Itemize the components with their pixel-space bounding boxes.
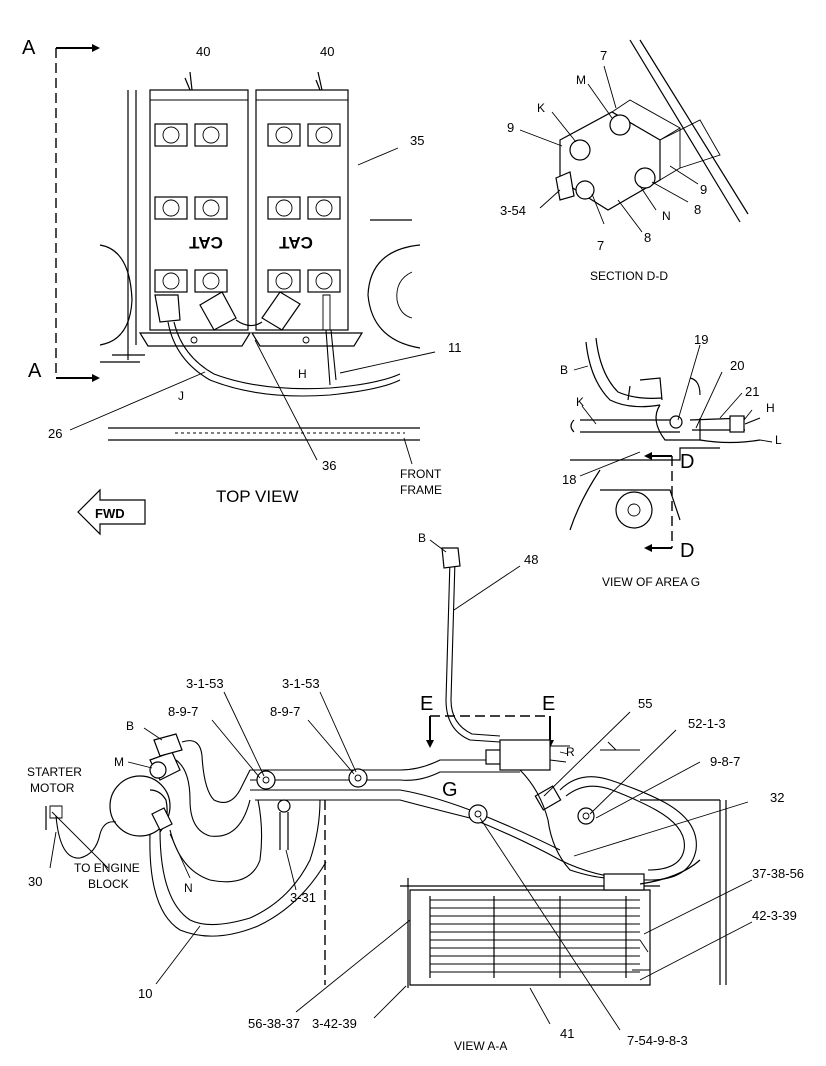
radiator-grille: [429, 896, 640, 978]
dd-callout-8-right: 8: [694, 202, 701, 217]
view-area-g-title: VIEW OF AREA G: [602, 575, 700, 589]
fwd-label: FWD: [95, 506, 125, 521]
area-g-callout-b: B: [560, 363, 568, 377]
aa-callout-37-38-56: 37-38-56: [752, 866, 804, 881]
view-aa-title: VIEW A-A: [454, 1039, 507, 1053]
area-g-callout-18: 18: [562, 472, 576, 487]
battery-left: [149, 89, 249, 331]
dd-callout-m: M: [576, 73, 586, 87]
starter-motor-label-line1: STARTER: [27, 765, 82, 779]
starter-motor-label-line2: MOTOR: [30, 781, 75, 795]
dd-callout-3-54: 3-54: [500, 203, 526, 218]
aa-callout-7-54-9-8-3: 7-54-9-8-3: [627, 1033, 688, 1048]
battery-right: [255, 89, 349, 331]
dd-callout-k: K: [537, 101, 545, 115]
aa-callout-b: B: [126, 719, 134, 733]
aa-callout-32: 32: [770, 790, 784, 805]
section-dd-title: SECTION D-D: [590, 269, 668, 283]
section-letter-e-right: E: [542, 693, 555, 715]
area-g-section-d-top: D: [680, 451, 694, 473]
callout-40-right: 40: [320, 44, 334, 59]
aa-callout-56-38-37: 56-38-37: [248, 1016, 300, 1031]
aa-callout-3-1-53-right: 3-1-53: [282, 676, 320, 691]
fwd-arrow: FWD: [77, 488, 146, 536]
aa-callout-10: 10: [138, 986, 152, 1001]
view-area-g: D D B 19 20 21 K H L 18 VIEW OF AREA G: [560, 332, 782, 589]
area-letter-g: G: [442, 779, 458, 801]
aa-callout-3-1-53-left: 3-1-53: [186, 676, 224, 691]
callout-36: 36: [322, 458, 336, 473]
section-letter-e-left: E: [420, 693, 433, 715]
engine-block-label-line1: TO ENGINE: [74, 861, 140, 875]
area-g-callout-h: H: [766, 401, 775, 415]
aa-callout-3-31: 3-31: [290, 890, 316, 905]
top-view: A A: [22, 37, 462, 536]
callout-11: 11: [448, 340, 462, 355]
aa-callout-41: 41: [560, 1026, 574, 1041]
callout-j: J: [178, 389, 184, 403]
callout-h-top: H: [298, 367, 307, 381]
top-view-title: TOP VIEW: [216, 487, 299, 506]
callout-40-left: 40: [196, 44, 210, 59]
section-letter-a-bottom: A: [28, 360, 42, 382]
section-a-marker: A A: [22, 37, 100, 382]
aa-callout-m: M: [114, 755, 124, 769]
callout-26: 26: [48, 426, 62, 441]
battery-cells-right: [267, 123, 341, 293]
aa-callout-9-8-7: 9-8-7: [710, 754, 740, 769]
aa-callout-42-3-39: 42-3-39: [752, 908, 797, 923]
aa-callout-b-top: B: [418, 531, 426, 545]
area-g-callout-21: 21: [745, 384, 759, 399]
cat-logo-right: CAT: [279, 233, 313, 252]
front-frame-label-line2: FRAME: [400, 483, 442, 497]
area-g-section-d-bottom: D: [680, 540, 694, 562]
dd-callout-7-bottom: 7: [597, 238, 604, 253]
view-aa: B 48 E E G: [27, 531, 804, 1053]
battery-cells-left: [154, 123, 228, 293]
aa-callout-8-9-7-left: 8-9-7: [168, 704, 198, 719]
aa-callout-52-1-3: 52-1-3: [688, 716, 726, 731]
section-letter-a-top: A: [22, 37, 36, 59]
callout-35: 35: [410, 133, 424, 148]
dd-callout-n: N: [662, 209, 671, 223]
aa-callout-48: 48: [524, 552, 538, 567]
cat-logo-left: CAT: [189, 233, 223, 252]
aa-callout-8-9-7-right: 8-9-7: [270, 704, 300, 719]
dd-callout-8-bottom: 8: [644, 230, 651, 245]
dd-callout-9-right: 9: [700, 182, 707, 197]
aa-callout-30: 30: [28, 874, 42, 889]
aa-callout-3-42-39: 3-42-39: [312, 1016, 357, 1031]
area-g-callout-k: K: [576, 395, 584, 409]
engine-block-label-line2: BLOCK: [88, 877, 129, 891]
section-dd: 7 M K 9 9 N 8 8 7 3-54 SECTION D-D: [500, 39, 749, 283]
area-g-callout-l: L: [775, 433, 782, 447]
dd-callout-9-left: 9: [507, 120, 514, 135]
dd-callout-7-top: 7: [600, 48, 607, 63]
front-frame-label-line1: FRONT: [400, 467, 442, 481]
area-g-callout-19: 19: [694, 332, 708, 347]
aa-callout-55: 55: [638, 696, 652, 711]
aa-callout-n: N: [184, 881, 193, 895]
area-g-callout-20: 20: [730, 358, 744, 373]
aa-callout-r: R: [566, 745, 575, 759]
